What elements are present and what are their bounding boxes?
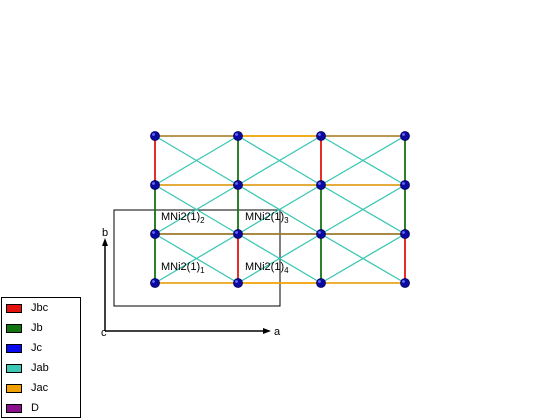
legend-swatch-jc bbox=[6, 343, 22, 353]
jab-bond bbox=[320, 135, 406, 186]
atom-highlight bbox=[402, 182, 405, 185]
atom-highlight bbox=[318, 280, 321, 283]
legend-item-jac: Jac bbox=[6, 381, 48, 395]
atom-highlight bbox=[402, 280, 405, 283]
atom bbox=[150, 278, 160, 288]
legend-swatch-jab bbox=[6, 363, 22, 373]
atom bbox=[400, 131, 410, 141]
bond-legend: Jbc Jb Jc Jab Jac D bbox=[1, 297, 81, 418]
legend-item-jab: Jab bbox=[6, 361, 49, 375]
legend-label-jb: Jb bbox=[31, 322, 43, 334]
legend-item-jb: Jb bbox=[6, 321, 43, 335]
atom-highlight bbox=[152, 231, 155, 234]
atom-highlight bbox=[235, 280, 238, 283]
legend-swatch-jb bbox=[6, 323, 22, 333]
b-axis-label: b bbox=[102, 227, 108, 239]
axis-indicator: b a c bbox=[101, 227, 281, 339]
legend-label-jbc: Jbc bbox=[31, 302, 49, 314]
atom-highlight bbox=[152, 133, 155, 136]
b-axis-arrowhead bbox=[102, 238, 108, 246]
legend-item-jc: Jc bbox=[6, 341, 42, 355]
atom bbox=[316, 229, 326, 239]
atom bbox=[316, 278, 326, 288]
site-label-2: MNi2(1)2 bbox=[161, 211, 205, 225]
atom-highlight bbox=[318, 133, 321, 136]
bond-layer bbox=[154, 135, 406, 284]
atom-highlight bbox=[318, 231, 321, 234]
legend-label-jc: Jc bbox=[31, 342, 42, 354]
a-axis-arrowhead bbox=[263, 328, 271, 334]
atom bbox=[233, 229, 243, 239]
atom-highlight bbox=[402, 231, 405, 234]
atom bbox=[400, 180, 410, 190]
atom-highlight bbox=[402, 133, 405, 136]
atom-highlight bbox=[318, 182, 321, 185]
legend-swatch-jac bbox=[6, 383, 22, 393]
c-axis-label: c bbox=[101, 327, 107, 339]
atom bbox=[150, 131, 160, 141]
legend-label-jac: Jac bbox=[31, 382, 49, 394]
site-label-4: MNi2(1)4 bbox=[245, 261, 289, 275]
legend-item-jbc: Jbc bbox=[6, 301, 48, 315]
atom bbox=[316, 180, 326, 190]
atom bbox=[233, 131, 243, 141]
atom-highlight bbox=[235, 133, 238, 136]
atom bbox=[316, 131, 326, 141]
atom bbox=[400, 229, 410, 239]
jab-bond bbox=[320, 233, 406, 284]
atom bbox=[233, 180, 243, 190]
legend-swatch-jbc bbox=[6, 303, 22, 313]
site-label-3: MNi2(1)3 bbox=[245, 211, 289, 225]
jab-bond bbox=[154, 233, 239, 284]
a-axis-label: a bbox=[274, 326, 281, 338]
site-label-1: MNi2(1)1 bbox=[161, 261, 205, 275]
atom-layer bbox=[150, 131, 410, 288]
atom bbox=[400, 278, 410, 288]
legend-label-jab: Jab bbox=[31, 362, 49, 374]
jab-bond bbox=[154, 184, 239, 235]
legend-label-d: D bbox=[31, 402, 39, 414]
jab-bond bbox=[237, 233, 322, 284]
jab-bond bbox=[320, 184, 406, 235]
jab-bond bbox=[237, 135, 322, 186]
atom-highlight bbox=[235, 182, 238, 185]
atom bbox=[150, 180, 160, 190]
atom-highlight bbox=[152, 182, 155, 185]
jab-bond bbox=[154, 135, 239, 186]
legend-item-d: D bbox=[6, 401, 39, 415]
atom-highlight bbox=[235, 231, 238, 234]
legend-swatch-d bbox=[6, 403, 22, 413]
atom bbox=[150, 229, 160, 239]
atom bbox=[233, 278, 243, 288]
atom-highlight bbox=[152, 280, 155, 283]
jab-bond bbox=[237, 184, 322, 235]
